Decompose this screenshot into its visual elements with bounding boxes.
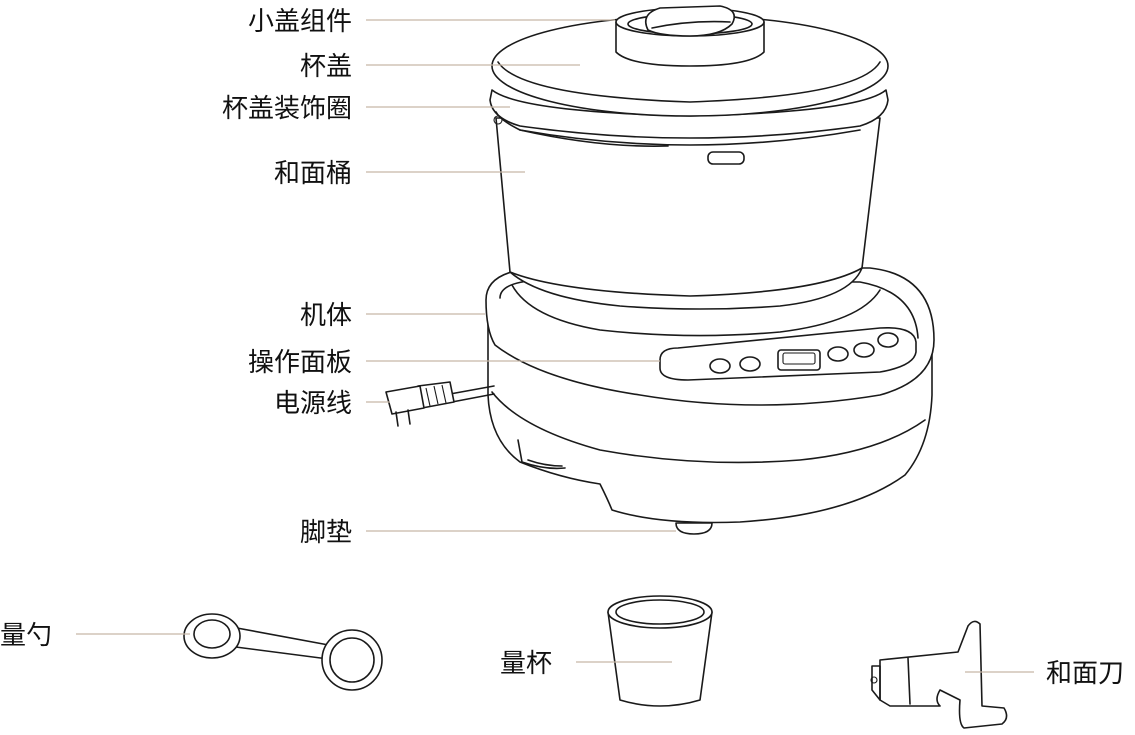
label-bowl: 和面桶 (274, 159, 352, 189)
mixing-bowl-drawing (495, 117, 881, 310)
foot-pad-drawing (675, 522, 713, 535)
label-spoon: 量勺 (0, 621, 52, 651)
dough-mixer-drawing (385, 5, 935, 535)
label-cup-lid: 杯盖 (300, 52, 352, 82)
label-panel: 操作面板 (248, 348, 352, 378)
label-small-lid: 小盖组件 (248, 7, 352, 37)
part-labels: 小盖组件 杯盖 杯盖装饰圈 和面桶 机体 操作面板 电源线 脚垫 量勺 量杯 和… (0, 7, 1124, 689)
label-cord: 电源线 (274, 389, 352, 419)
measuring-spoon-drawing (183, 613, 383, 691)
kneading-blade-drawing (870, 620, 1008, 729)
label-cup: 量杯 (500, 649, 552, 679)
label-blade: 和面刀 (1046, 659, 1124, 689)
control-panel-drawing (659, 326, 917, 381)
power-cord-drawing (385, 381, 495, 427)
label-foot: 脚垫 (300, 518, 352, 548)
label-body: 机体 (300, 301, 352, 331)
measuring-cup-drawing (607, 595, 713, 707)
label-lid-ring: 杯盖装饰圈 (222, 94, 352, 124)
leader-lines (76, 19, 1034, 673)
small-lid-assembly-drawing (615, 5, 765, 67)
lid-ring-drawing (489, 89, 889, 147)
